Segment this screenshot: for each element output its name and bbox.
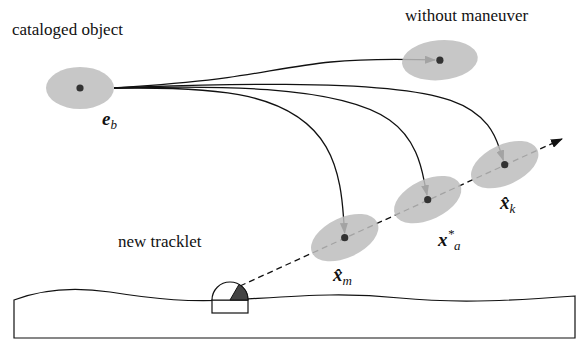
trajectory-arrow xyxy=(114,87,427,195)
ellipse-fill xyxy=(387,167,469,234)
state-symbol: x̂k xyxy=(500,192,515,217)
ellipse-caption: cataloged object xyxy=(12,20,123,40)
uncertainty-ellipse: x̂m xyxy=(311,214,378,261)
ellipse-fill xyxy=(464,132,546,199)
observatory-dome xyxy=(212,282,248,300)
ellipse-fill xyxy=(46,67,114,109)
ellipse-shape xyxy=(402,40,478,80)
state-dot xyxy=(76,84,83,91)
ellipse-fill xyxy=(304,205,386,272)
ground xyxy=(14,289,575,338)
state-symbol: eb xyxy=(102,108,117,133)
state-dot xyxy=(436,56,443,63)
observatory-base xyxy=(212,300,248,313)
ellipse-shape xyxy=(311,214,378,261)
uncertainty-ellipse: without maneuver xyxy=(402,40,478,80)
math-symbol: x xyxy=(438,229,448,250)
math-subscript: m xyxy=(342,273,351,288)
state-symbol: x̂m xyxy=(333,264,352,289)
state-dot xyxy=(501,161,508,168)
math-subscript: k xyxy=(509,201,515,216)
math-symbol: x̂ xyxy=(333,264,343,285)
uncertainty-ellipse: x*a xyxy=(394,176,461,223)
annotation-label: new tracklet xyxy=(118,232,202,252)
math-subscript: b xyxy=(110,117,117,132)
ellipse-shape xyxy=(46,67,114,109)
state-symbol: x*a xyxy=(438,227,461,254)
state-dot xyxy=(424,196,431,203)
math-symbol: e xyxy=(102,108,110,129)
ellipse-shape xyxy=(394,176,461,223)
trajectory-arrow xyxy=(114,84,503,160)
uncertainty-ellipse: cataloged objecteb xyxy=(46,67,114,109)
ellipse-caption: without maneuver xyxy=(405,6,528,26)
dome-slit xyxy=(230,284,248,300)
ellipse-fill xyxy=(400,37,479,83)
state-dot xyxy=(341,234,348,241)
math-subscript: a xyxy=(454,238,461,253)
math-superscript: * xyxy=(447,226,454,241)
trajectory-arrow xyxy=(114,88,345,233)
ellipse-shape xyxy=(471,141,538,188)
uncertainty-ellipse: x̂k xyxy=(471,141,538,188)
math-symbol: x̂ xyxy=(500,192,510,213)
